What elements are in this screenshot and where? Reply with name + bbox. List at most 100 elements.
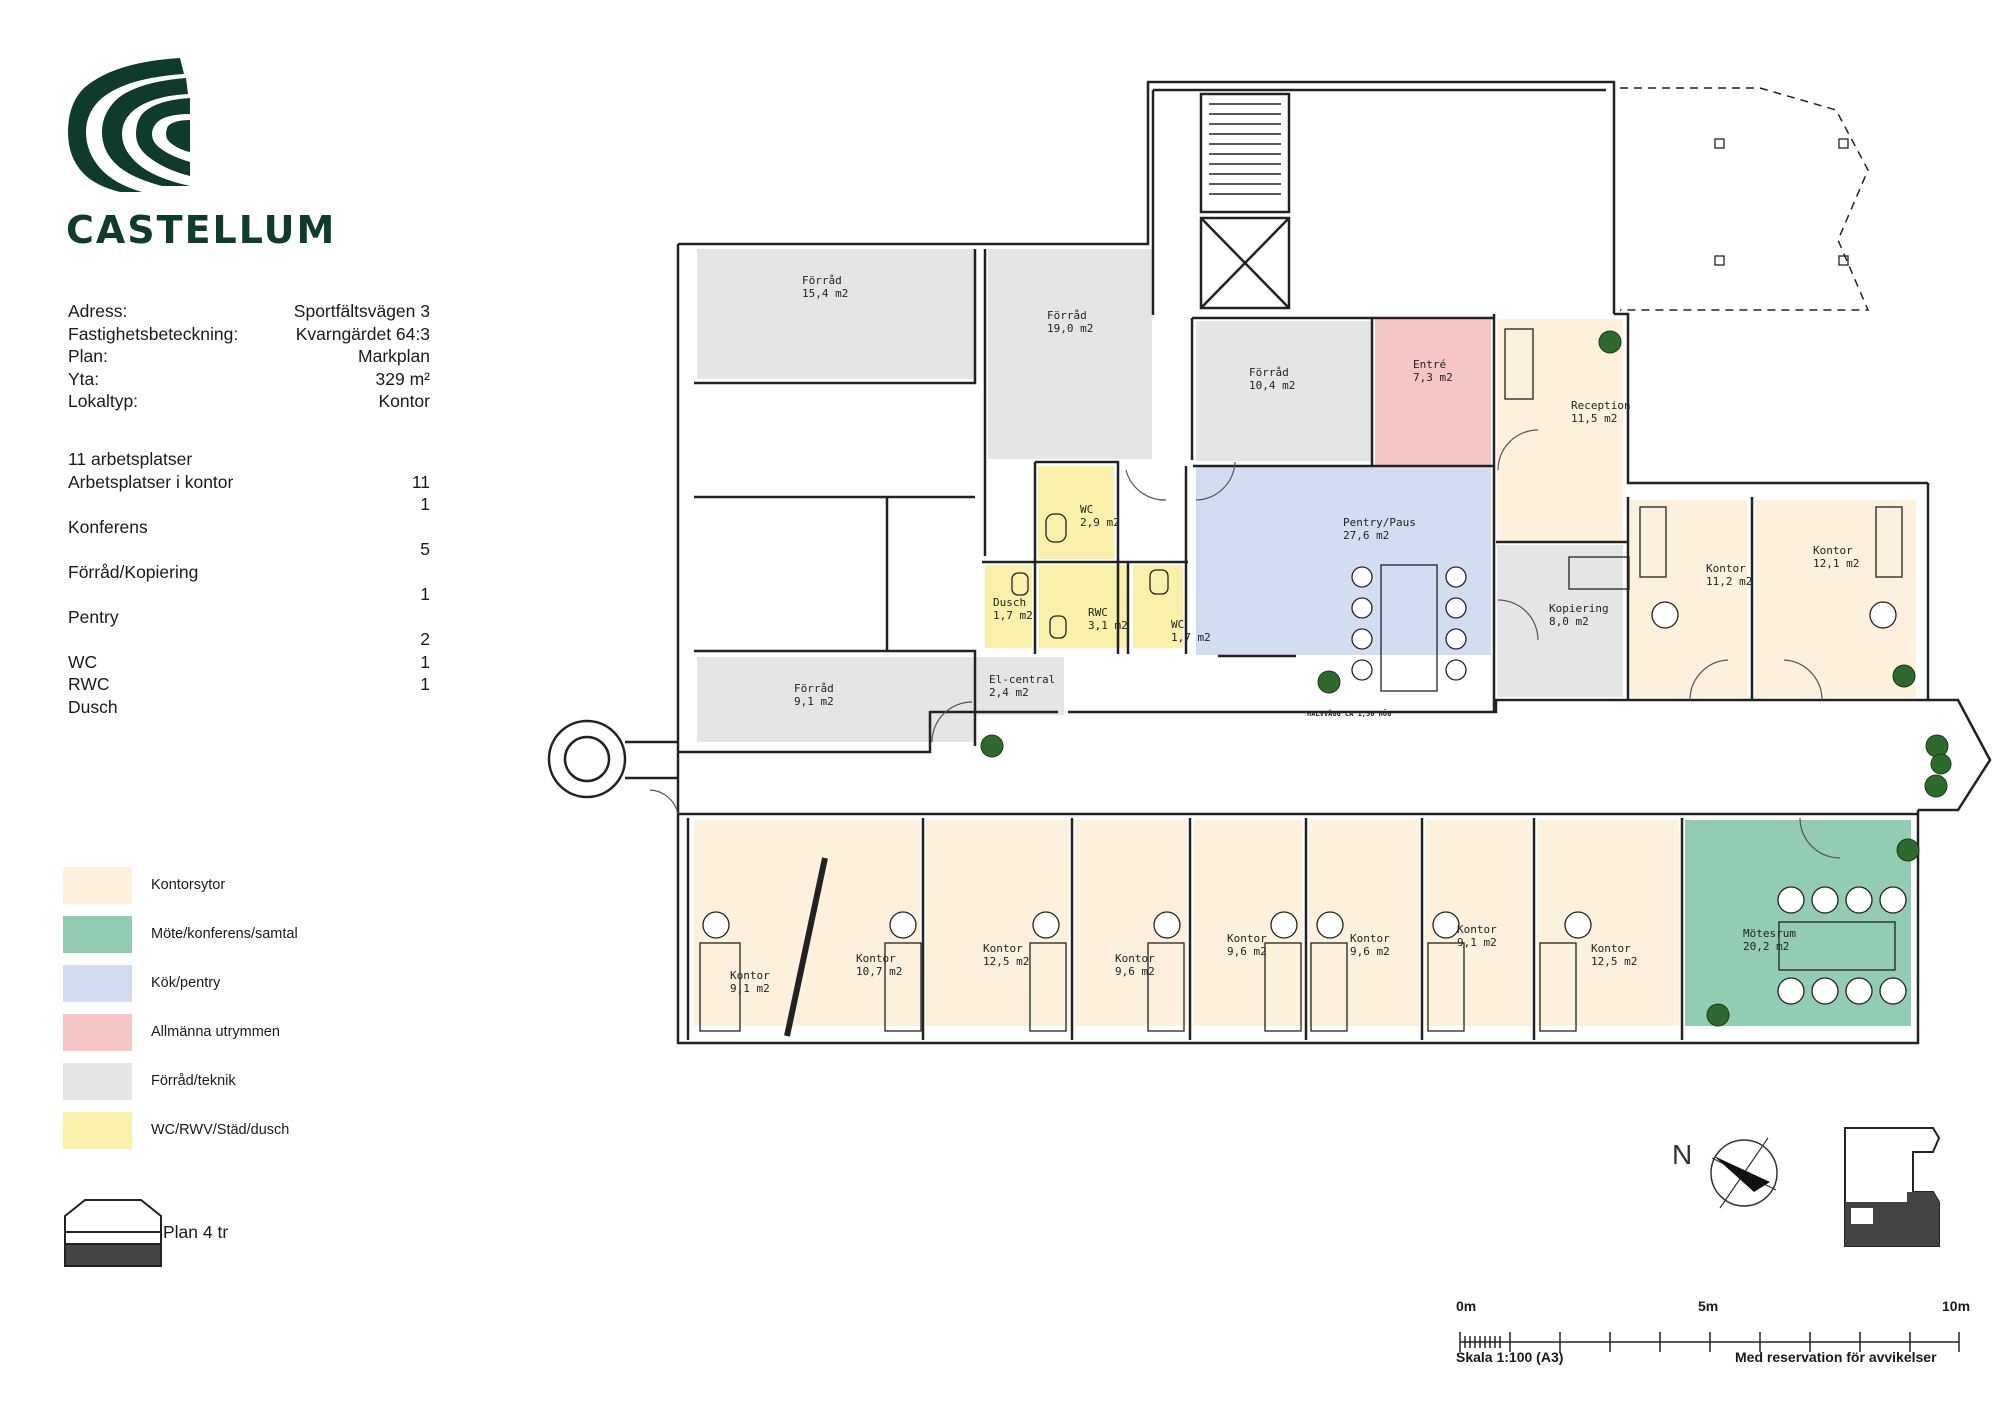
room-name: Kopiering	[1549, 602, 1609, 615]
count-label: Arbetsplatser i kontor	[68, 471, 234, 492]
legend-swatch	[63, 1112, 132, 1149]
pantry-table	[1380, 564, 1438, 692]
plant-icon	[1924, 774, 1948, 798]
wall-north	[678, 80, 1616, 314]
plant-icon	[1925, 734, 1949, 758]
room-name: WC	[1080, 503, 1093, 516]
legend-label: Möte/konferens/samtal	[151, 926, 298, 942]
north-arrow: N	[1672, 1128, 1812, 1223]
count-row: Dusch	[68, 696, 430, 719]
wall-east-bay	[1918, 698, 1992, 812]
floor-level-label: Plan 4 tr	[163, 1222, 229, 1242]
count-row: 2	[68, 628, 430, 651]
legend-swatch	[63, 1063, 132, 1100]
plant-icon	[980, 734, 1004, 758]
room-name: El-central	[989, 673, 1055, 686]
count-label: Pentry	[68, 606, 119, 627]
office-desk	[1427, 942, 1465, 1032]
pantry-chairs	[1351, 566, 1467, 681]
fact-value: Kvarngärdet 64:3	[295, 323, 430, 344]
castellum-logo: CASTELLUM	[66, 58, 334, 258]
plants	[980, 330, 1952, 1027]
room-area: 2,9 m2	[1080, 516, 1120, 529]
room-area: 19,0 m2	[1047, 322, 1093, 335]
legend-swatch	[63, 965, 132, 1002]
office-desk	[884, 942, 922, 1032]
room-fill-reception	[1497, 319, 1623, 543]
count-value: 11	[411, 471, 430, 492]
fact-row: Adress:Sportfältsvägen 3	[68, 300, 430, 323]
room-area: 7,3 m2	[1413, 371, 1453, 384]
office-desk	[1264, 942, 1302, 1032]
property-facts: Adress:Sportfältsvägen 3 Fastighetsbetec…	[68, 300, 430, 413]
balcony-posts	[1714, 138, 1849, 266]
count-value: 1	[420, 674, 430, 694]
count-label: Konferens	[68, 516, 148, 537]
legend-label: Allmänna utrymmen	[151, 1024, 280, 1040]
fact-row: Yta:329 m²	[68, 368, 430, 391]
count-value: 1	[420, 651, 430, 672]
count-value: 5	[420, 539, 430, 559]
count-value: 1	[420, 584, 430, 604]
room-name: Förråd	[794, 682, 834, 695]
legend-label: Kontorsytor	[151, 877, 226, 893]
plant-icon	[1598, 330, 1622, 354]
fact-value: Markplan	[358, 346, 430, 366]
stair-steps	[1209, 103, 1281, 195]
room-name: RWC	[1088, 606, 1108, 619]
room-fill-entrance	[1375, 319, 1491, 467]
scale-bar: 0m 5m 10m Skala 1:100 (A3) Med reservati…	[1450, 1298, 1970, 1368]
wall-east-wing	[1068, 483, 1930, 714]
fact-value: Kontor	[378, 391, 430, 411]
key-plan	[1843, 1118, 1943, 1263]
wall-corridor-north	[678, 710, 1058, 754]
room-area: 15,4 m2	[802, 287, 848, 300]
floor-stack-icon	[64, 1199, 162, 1267]
plant-icon	[1706, 1003, 1730, 1027]
plant-icon	[1317, 670, 1341, 694]
scale-disclaimer: Med reservation för avvikelser	[1735, 1349, 1937, 1365]
count-label: WC	[68, 651, 98, 672]
scale-ratio: Skala 1:100 (A3)	[1456, 1349, 1564, 1365]
room-fill-storage	[697, 249, 975, 379]
legend-item: Kontorsytor	[63, 867, 443, 905]
room-name: Pentry/Paus	[1343, 516, 1416, 529]
count-label: Förråd/Kopiering	[68, 561, 199, 582]
fact-label: Yta:	[68, 368, 100, 389]
fact-row: Plan:Markplan	[68, 345, 430, 368]
count-row: Konferens	[68, 516, 430, 539]
scale-ruler	[1459, 1332, 1960, 1352]
count-value: 1	[420, 494, 430, 514]
office-chairs	[702, 601, 1897, 939]
fact-row: Lokaltyp:Kontor	[68, 390, 430, 413]
plant-icon	[1892, 664, 1916, 688]
room-name: Kontor	[1813, 544, 1853, 557]
brand-name: CASTELLUM	[66, 208, 337, 252]
room-name: Förråd	[802, 274, 842, 287]
room-fill-pantry	[1196, 467, 1491, 655]
room-area: 10,7 m2	[856, 965, 902, 978]
room-area: 27,6 m2	[1343, 529, 1389, 542]
room-labels: Förråd 15,4 m2 Förråd 19,0 m2 Förråd 10,…	[730, 274, 1859, 995]
room-fill-office	[1755, 500, 1916, 697]
toilet-icon	[1011, 572, 1029, 596]
wall-reception	[1614, 312, 1928, 485]
office-desk	[1310, 942, 1348, 1032]
fact-label: Adress:	[68, 301, 128, 321]
count-row: 1	[68, 583, 430, 606]
room-area: 8,0 m2	[1549, 615, 1589, 628]
room-name: WC	[1171, 618, 1184, 631]
count-row: 1	[68, 493, 430, 516]
room-name: Entré	[1413, 358, 1446, 371]
office-desk	[699, 942, 741, 1032]
elevator-cross	[1200, 217, 1290, 309]
office-desk	[1875, 506, 1903, 578]
half-wall-note: HALVVÄGG CA 1,50 HÖG	[1307, 709, 1391, 718]
room-area: 20,2 m2	[1743, 940, 1789, 953]
furniture	[699, 328, 1903, 1037]
room-area: 9,1 m2	[730, 982, 770, 995]
plant-icon	[1896, 838, 1920, 862]
room-name: Kontor	[730, 969, 770, 982]
fact-label: Fastighetsbeteckning:	[68, 323, 239, 344]
